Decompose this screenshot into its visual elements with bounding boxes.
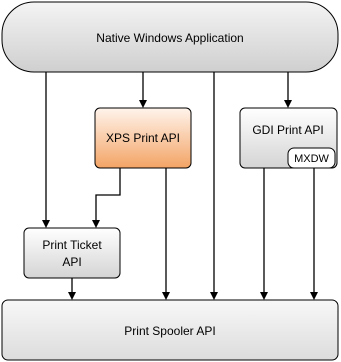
xps-print-api-label: XPS Print API bbox=[106, 131, 180, 145]
mxdw-label: MXDW bbox=[294, 153, 329, 165]
native-windows-application-label: Native Windows Application bbox=[96, 31, 243, 45]
print-ticket-api-label-line2: API bbox=[62, 255, 81, 269]
print-ticket-api-node: Print Ticket API bbox=[23, 227, 121, 279]
native-windows-application-node: Native Windows Application bbox=[1, 1, 339, 73]
print-ticket-api-label-line1: Print Ticket bbox=[42, 238, 102, 252]
mxdw-node: MXDW bbox=[287, 147, 336, 169]
print-spooler-api-node: Print Spooler API bbox=[1, 299, 339, 361]
connectors bbox=[42, 72, 318, 300]
xps-print-api-node: XPS Print API bbox=[94, 107, 192, 169]
gdi-print-api-label: GDI Print API bbox=[252, 123, 323, 137]
print-spooler-api-label: Print Spooler API bbox=[124, 324, 215, 338]
arrow-xps-to-print-ticket bbox=[92, 168, 121, 228]
